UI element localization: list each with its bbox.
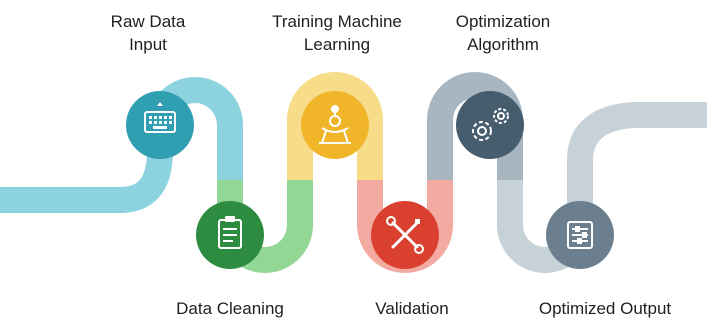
- step-raw-data-node: [126, 91, 194, 159]
- gears-icon: [472, 108, 509, 141]
- label-line: Validation: [375, 299, 449, 318]
- label-data-cleaning: Data Cleaning: [176, 297, 284, 320]
- label-validation: Validation: [375, 297, 448, 320]
- step-data-cleaning-node: [196, 201, 264, 269]
- label-line: Optimization: [455, 12, 551, 31]
- step-optimized-output-node: [546, 201, 614, 269]
- label-line: Input: [129, 35, 167, 54]
- clipboard-icon: [218, 216, 242, 249]
- label-training-machine-learning: Training Machine Learning: [272, 10, 402, 56]
- label-line: Raw Data: [110, 12, 186, 31]
- machine-learning-icon: [319, 105, 351, 144]
- label-line: Training Machine: [272, 12, 402, 31]
- step-validation-node: [371, 201, 439, 269]
- label-optimized-output: Optimized Output: [539, 297, 671, 320]
- label-raw-data-input: Raw Data Input: [111, 10, 186, 56]
- label-line: Learning: [303, 35, 371, 54]
- sliders-document-icon: [567, 221, 593, 249]
- step-optimization-node: [456, 91, 524, 159]
- wrench-screwdriver-icon: [386, 216, 424, 254]
- step-training-node: [301, 91, 369, 159]
- keyboard-icon: [144, 102, 176, 133]
- label-line: Data Cleaning: [176, 299, 284, 318]
- label-line: Optimized Output: [538, 299, 672, 318]
- flow-segment-training: [287, 72, 383, 180]
- label-line: Algorithm: [467, 35, 539, 54]
- label-optimization-algorithm: Optimization Algorithm: [456, 10, 550, 56]
- flow-segment-raw: [0, 77, 243, 213]
